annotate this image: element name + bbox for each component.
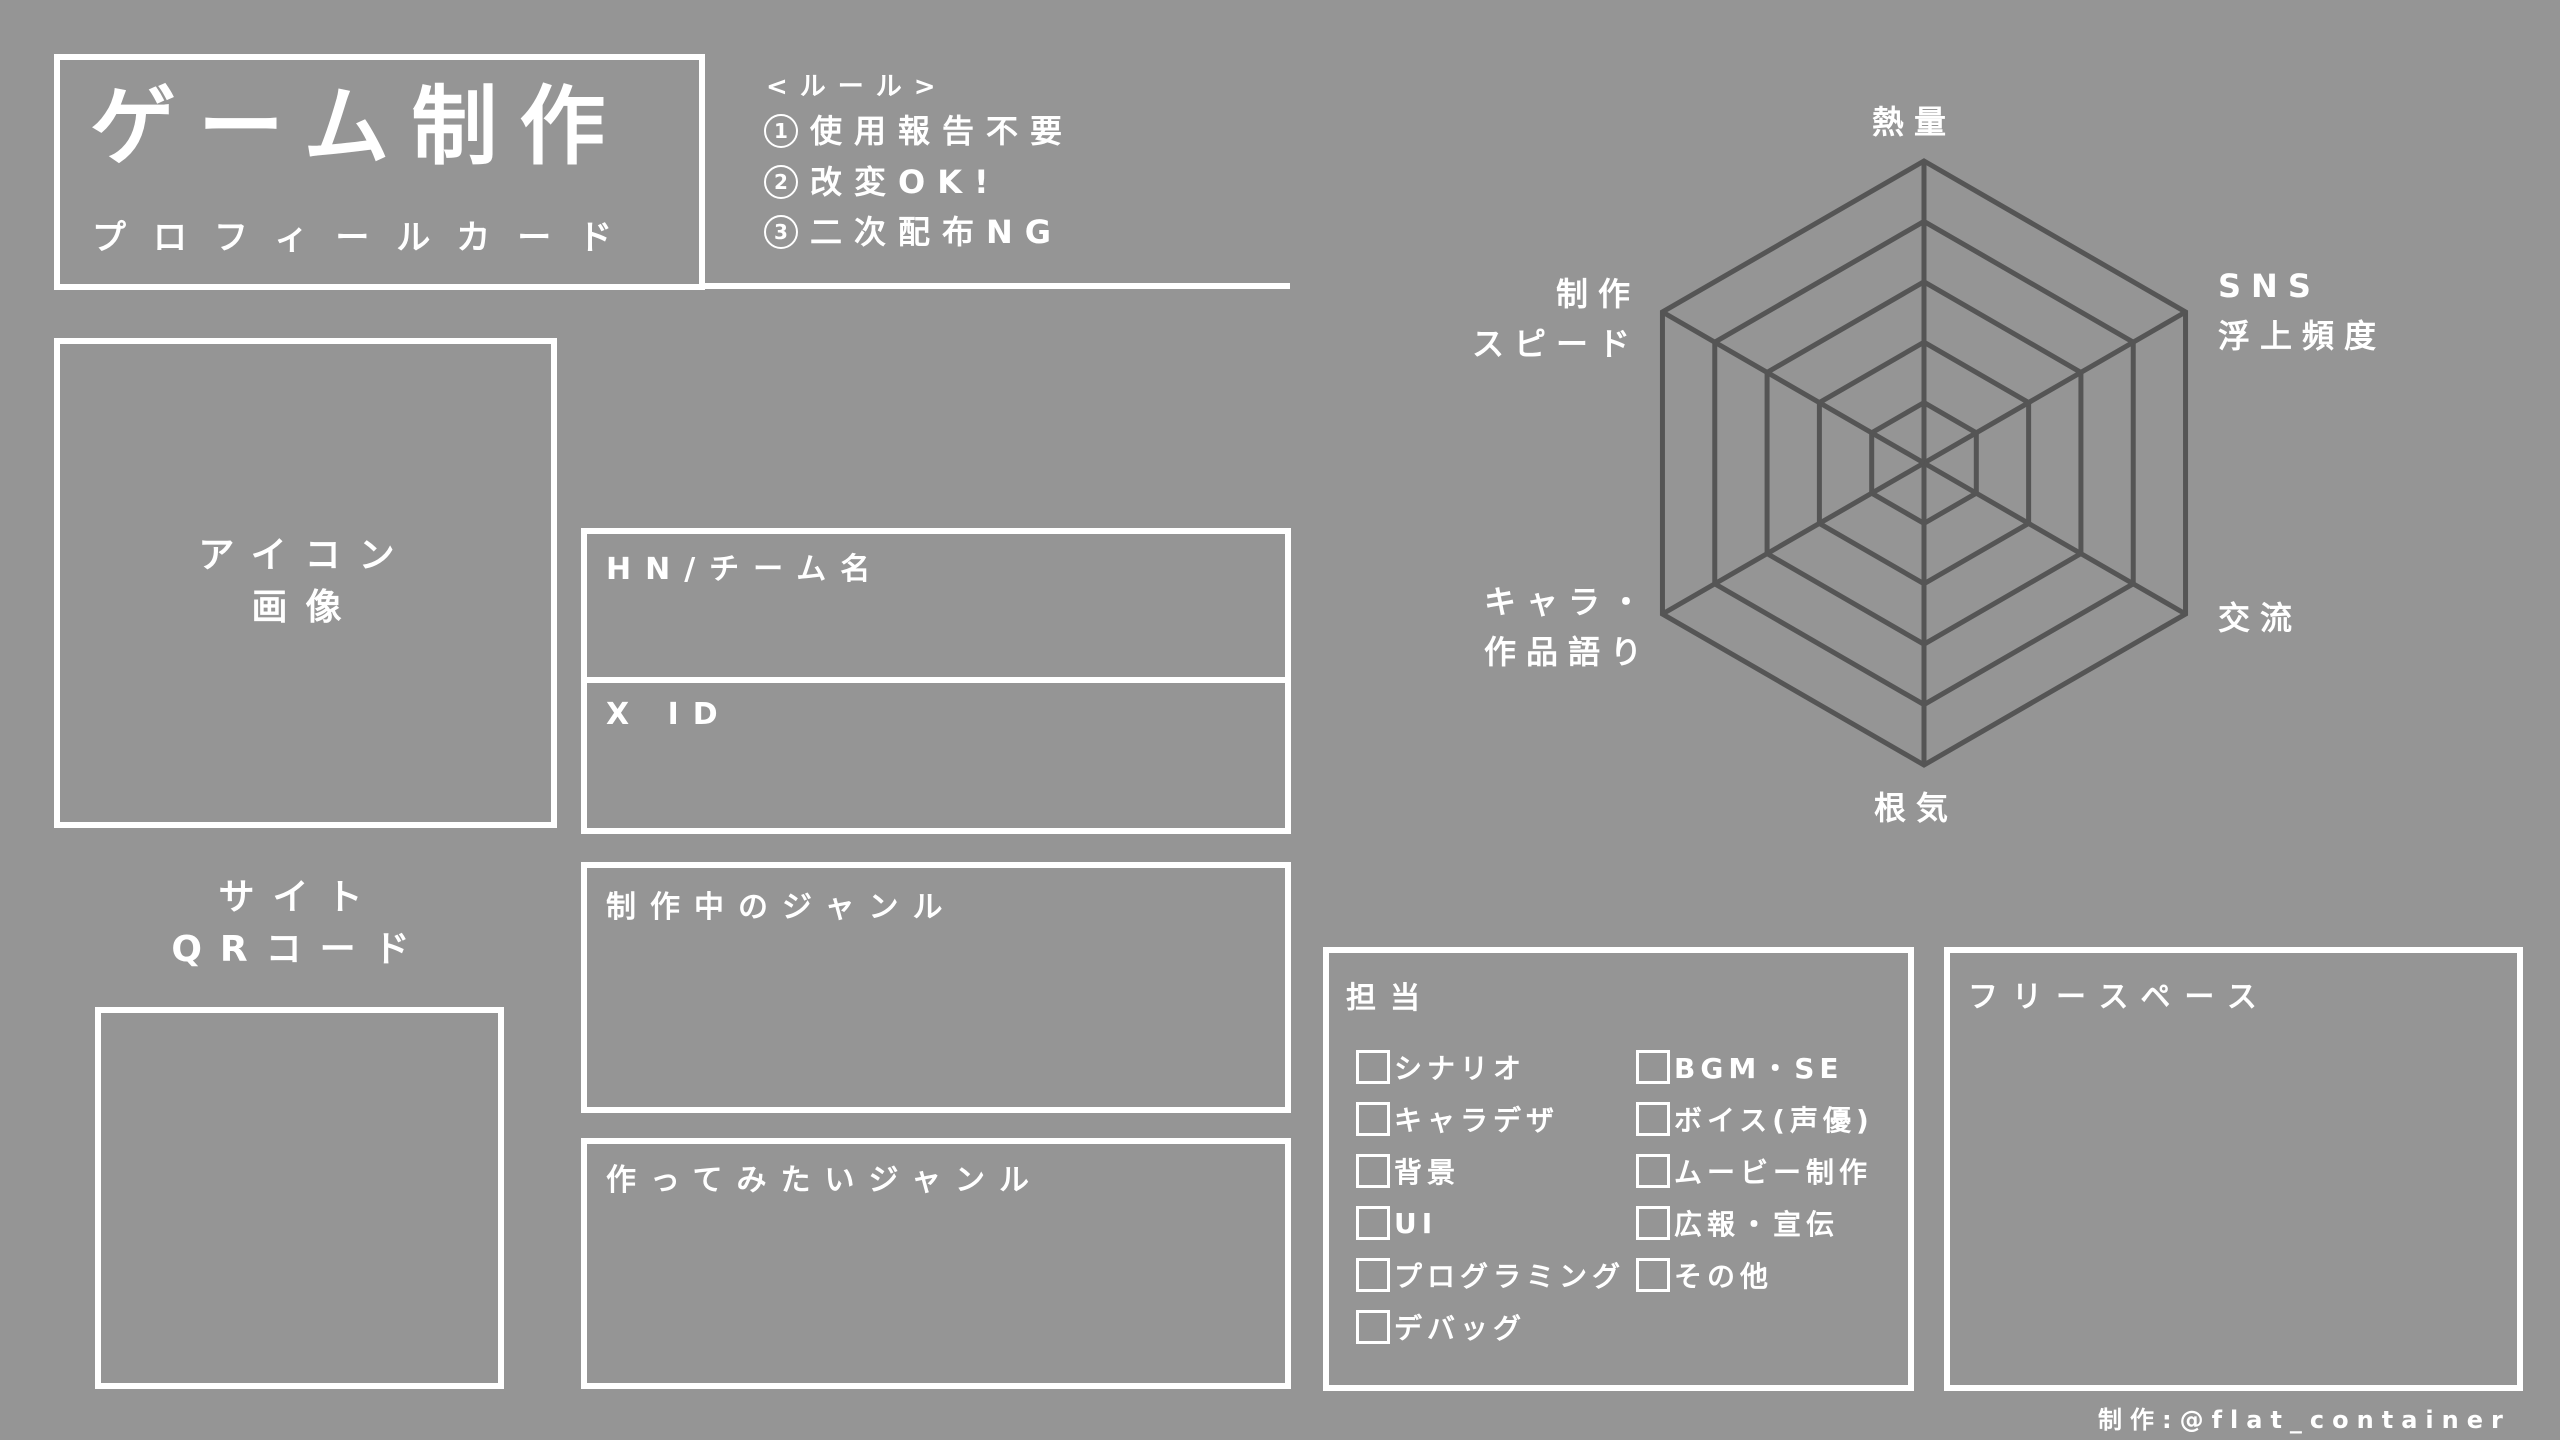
rule-item-3: 3 二次配布NG — [764, 215, 1063, 249]
radar-spoke — [1661, 460, 1926, 617]
roles-title: 担当 — [1346, 981, 1434, 1016]
checkbox-icon[interactable] — [1636, 1206, 1670, 1240]
role-checkbox-item[interactable]: その他 — [1636, 1257, 1773, 1293]
role-label: ボイス(声優) — [1674, 1104, 1874, 1137]
checkbox-icon[interactable] — [1356, 1310, 1390, 1344]
radar-axis-text: 交流 — [2218, 599, 2303, 637]
role-checkbox-item[interactable]: キャラデザ — [1356, 1101, 1559, 1137]
qr-label-line2: QRコード — [171, 929, 428, 971]
role-checkbox-item[interactable]: ムービー制作 — [1636, 1153, 1872, 1189]
checkbox-icon[interactable] — [1636, 1102, 1670, 1136]
radar-axis-text: スピード — [1471, 324, 1640, 363]
role-label: シナリオ — [1394, 1052, 1527, 1085]
wanted-genre-label: 作ってみたいジャンル — [606, 1163, 1043, 1198]
circled-number-icon: 3 — [764, 215, 798, 249]
icon-label-line2: 画像 — [251, 587, 360, 629]
hn-xid-divider — [581, 677, 1291, 683]
current-genre-box[interactable] — [581, 862, 1291, 1113]
role-checkbox-item[interactable]: UI — [1356, 1205, 1437, 1241]
checkbox-icon[interactable] — [1356, 1258, 1390, 1292]
radar-axis-text: 制作 — [1555, 275, 1640, 313]
radar-axis-text: 作品語り — [1483, 632, 1652, 671]
title-underline — [700, 283, 1290, 289]
qr-label: サイト QRコード — [95, 872, 504, 976]
radar-axis-text: キャラ・ — [1483, 583, 1652, 621]
qr-code-box[interactable] — [95, 1007, 504, 1389]
radar-spoke — [1922, 460, 2187, 617]
checkbox-icon[interactable] — [1356, 1102, 1390, 1136]
rule-item-2: 2 改変OK! — [764, 165, 1001, 199]
footer-credit: 制作:@flat_container — [2098, 1406, 2511, 1434]
page-subtitle: プロフィールカード — [92, 218, 640, 258]
radar-axis-text: SNS — [2218, 267, 2321, 305]
rule-text: 使用報告不要 — [810, 112, 1075, 150]
xid-field-label: X ID — [606, 697, 732, 732]
icon-label-line1: アイコン — [198, 535, 413, 576]
radar-spoke — [1922, 309, 2187, 466]
checkbox-icon[interactable] — [1636, 1050, 1670, 1084]
role-label: その他 — [1674, 1260, 1774, 1293]
current-genre-label: 制作中のジャンル — [606, 890, 957, 925]
circled-number-icon: 2 — [764, 165, 798, 199]
qr-label-line1: サイト — [218, 877, 381, 918]
role-label: ムービー制作 — [1674, 1156, 1873, 1189]
radar-label-sns: SNS 浮上頻度 — [2218, 262, 2386, 361]
checkbox-icon[interactable] — [1356, 1050, 1390, 1084]
role-checkbox-item[interactable]: ボイス(声優) — [1636, 1101, 1874, 1137]
rule-text: 二次配布NG — [810, 213, 1064, 251]
role-checkbox-item[interactable]: デバッグ — [1356, 1309, 1526, 1345]
checkbox-icon[interactable] — [1356, 1154, 1390, 1188]
role-label: 背景 — [1394, 1156, 1461, 1189]
title-frame — [54, 54, 705, 290]
page-title: ゲーム制作 — [90, 77, 628, 177]
role-label: キャラデザ — [1394, 1104, 1560, 1137]
circled-number-icon: 1 — [764, 114, 798, 148]
roles-box — [1323, 947, 1914, 1391]
checkbox-icon[interactable] — [1356, 1206, 1390, 1240]
role-label: デバッグ — [1394, 1312, 1527, 1345]
role-checkbox-item[interactable]: 広報・宣伝 — [1636, 1205, 1839, 1241]
radar-label-talk: キャラ・ 作品語り — [1460, 578, 1652, 677]
role-checkbox-item[interactable]: プログラミング — [1356, 1257, 1625, 1293]
role-checkbox-item[interactable]: シナリオ — [1356, 1049, 1526, 1085]
checkbox-icon[interactable] — [1636, 1154, 1670, 1188]
radar-spoke — [1661, 309, 1926, 466]
radar-axis-text: 熱量 — [1872, 103, 1957, 141]
hn-field-label: HN/チーム名 — [606, 552, 885, 587]
rules-heading: <ルール> — [766, 72, 948, 102]
checkbox-icon[interactable] — [1636, 1258, 1670, 1292]
role-checkbox-item[interactable]: 背景 — [1356, 1153, 1460, 1189]
icon-image-box[interactable] — [54, 338, 557, 828]
wanted-genre-box[interactable] — [581, 1138, 1291, 1389]
role-label: BGM・SE — [1674, 1052, 1844, 1085]
free-space-box[interactable] — [1944, 947, 2523, 1391]
radar-label-perseverance: 根気 — [1874, 784, 1958, 834]
radar-label-speed: 制作 スピード — [1460, 270, 1640, 369]
radar-axis-text: 根気 — [1874, 789, 1959, 827]
radar-label-passion: 熱量 — [1872, 98, 1956, 148]
role-label: プログラミング — [1394, 1260, 1626, 1293]
role-label: UI — [1394, 1206, 1438, 1240]
radar-label-exchange: 交流 — [2218, 594, 2302, 644]
free-space-title: フリースペース — [1968, 980, 2271, 1015]
rule-item-1: 1 使用報告不要 — [764, 114, 1074, 148]
radar-axis-text: 浮上頻度 — [2218, 316, 2387, 355]
role-label: 広報・宣伝 — [1674, 1208, 1840, 1241]
rule-text: 改変OK! — [810, 163, 1001, 201]
role-checkbox-item[interactable]: BGM・SE — [1636, 1049, 1843, 1085]
icon-image-label: アイコン 画像 — [54, 530, 557, 634]
